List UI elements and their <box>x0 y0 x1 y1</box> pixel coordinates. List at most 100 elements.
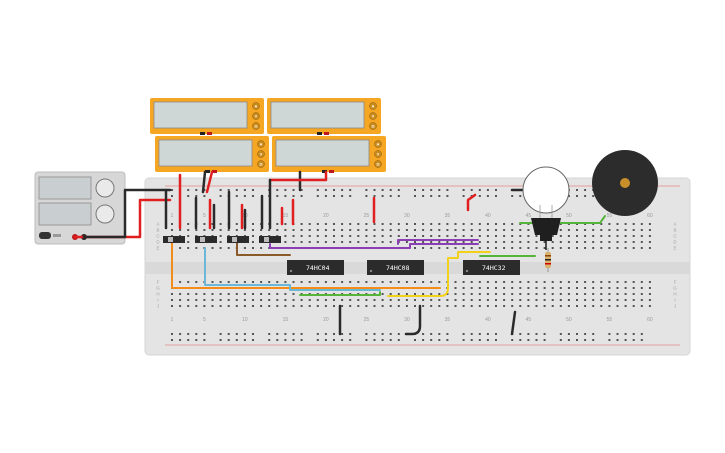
meter-mode-button[interactable] <box>369 102 377 110</box>
breadboard-hole[interactable] <box>616 247 619 249</box>
breadboard-hole[interactable] <box>268 293 271 295</box>
rail-hole[interactable] <box>543 339 546 341</box>
breadboard-hole[interactable] <box>414 235 416 237</box>
breadboard-hole[interactable] <box>608 299 611 301</box>
chip[interactable]: 74HC32 <box>463 260 520 275</box>
breadboard-hole[interactable] <box>648 293 651 295</box>
breadboard-hole[interactable] <box>308 299 311 301</box>
breadboard-hole[interactable] <box>357 299 360 301</box>
breadboard-hole[interactable] <box>640 299 643 301</box>
breadboard-hole[interactable] <box>559 299 562 301</box>
rail-hole[interactable] <box>478 333 481 335</box>
breadboard-hole[interactable] <box>341 235 344 237</box>
breadboard-hole[interactable] <box>640 235 643 237</box>
rail-hole[interactable] <box>219 333 222 335</box>
rail-hole[interactable] <box>389 195 392 197</box>
breadboard-hole[interactable] <box>195 281 198 283</box>
breadboard-hole[interactable] <box>519 293 522 295</box>
rail-hole[interactable] <box>171 339 173 341</box>
breadboard-hole[interactable] <box>648 305 651 307</box>
breadboard-hole[interactable] <box>316 299 319 301</box>
rail-hole[interactable] <box>219 195 222 197</box>
breadboard-hole[interactable] <box>519 287 522 289</box>
breadboard-hole[interactable] <box>381 241 384 243</box>
rail-hole[interactable] <box>316 333 319 335</box>
breadboard-hole[interactable] <box>495 287 497 289</box>
breadboard-hole[interactable] <box>414 299 416 301</box>
rail-hole[interactable] <box>486 189 489 191</box>
breadboard-hole[interactable] <box>260 229 263 231</box>
breadboard-hole[interactable] <box>559 247 562 249</box>
rail-hole[interactable] <box>243 333 246 335</box>
breadboard-hole[interactable] <box>430 293 433 295</box>
breadboard-hole[interactable] <box>632 281 635 283</box>
breadboard-hole[interactable] <box>422 223 425 225</box>
breadboard-hole[interactable] <box>414 223 416 225</box>
breadboard-hole[interactable] <box>414 241 416 243</box>
rail-hole[interactable] <box>519 339 522 341</box>
rail-hole[interactable] <box>365 339 368 341</box>
breadboard-hole[interactable] <box>576 247 578 249</box>
breadboard-hole[interactable] <box>600 223 603 225</box>
breadboard-hole[interactable] <box>276 223 279 225</box>
breadboard-hole[interactable] <box>195 229 198 231</box>
breadboard-hole[interactable] <box>219 299 222 301</box>
rail-hole[interactable] <box>227 189 230 191</box>
breadboard-hole[interactable] <box>252 223 254 225</box>
breadboard-hole[interactable] <box>527 287 530 289</box>
rail-hole[interactable] <box>373 189 376 191</box>
breadboard-hole[interactable] <box>503 287 506 289</box>
breadboard-hole[interactable] <box>551 247 554 249</box>
rail-hole[interactable] <box>495 333 497 335</box>
breadboard-hole[interactable] <box>438 229 441 231</box>
breadboard-hole[interactable] <box>373 241 376 243</box>
breadboard-hole[interactable] <box>405 235 408 237</box>
breadboard-hole[interactable] <box>576 229 578 231</box>
breadboard-hole[interactable] <box>171 299 173 301</box>
breadboard-hole[interactable] <box>576 299 578 301</box>
rail-hole[interactable] <box>632 339 635 341</box>
breadboard-hole[interactable] <box>422 305 425 307</box>
breadboard-hole[interactable] <box>422 235 425 237</box>
breadboard-hole[interactable] <box>454 229 457 231</box>
breadboard-hole[interactable] <box>235 223 238 225</box>
rail-hole[interactable] <box>243 195 246 197</box>
breadboard-hole[interactable] <box>341 223 344 225</box>
rail-hole[interactable] <box>446 333 449 335</box>
rail-hole[interactable] <box>268 339 271 341</box>
rail-hole[interactable] <box>365 333 368 335</box>
rail-hole[interactable] <box>341 195 344 197</box>
rail-hole[interactable] <box>252 189 254 191</box>
slide-switch[interactable] <box>227 236 249 243</box>
rail-hole[interactable] <box>179 339 182 341</box>
breadboard-hole[interactable] <box>195 299 198 301</box>
breadboard-hole[interactable] <box>608 247 611 249</box>
rail-hole[interactable] <box>462 189 465 191</box>
slide-switch[interactable] <box>259 236 281 243</box>
breadboard-hole[interactable] <box>195 293 198 295</box>
breadboard-hole[interactable] <box>349 299 352 301</box>
breadboard-hole[interactable] <box>624 281 627 283</box>
breadboard-hole[interactable] <box>324 299 327 301</box>
rail-hole[interactable] <box>179 333 182 335</box>
breadboard-hole[interactable] <box>576 281 578 283</box>
breadboard-hole[interactable] <box>397 229 400 231</box>
rail-hole[interactable] <box>171 333 173 335</box>
breadboard-hole[interactable] <box>503 247 506 249</box>
breadboard-hole[interactable] <box>567 247 570 249</box>
rail-hole[interactable] <box>268 333 271 335</box>
breadboard-hole[interactable] <box>495 299 497 301</box>
rail-hole[interactable] <box>349 333 352 335</box>
breadboard-hole[interactable] <box>389 223 392 225</box>
breadboard-hole[interactable] <box>454 287 457 289</box>
breadboard-hole[interactable] <box>584 241 587 243</box>
breadboard-hole[interactable] <box>333 223 335 225</box>
breadboard-hole[interactable] <box>446 305 449 307</box>
wire-black-bottom-2[interactable] <box>404 304 422 336</box>
breadboard-hole[interactable] <box>219 235 222 237</box>
breadboard-hole[interactable] <box>616 241 619 243</box>
breadboard-hole[interactable] <box>195 305 198 307</box>
breadboard-hole[interactable] <box>414 293 416 295</box>
breadboard-hole[interactable] <box>292 235 295 237</box>
rail-hole[interactable] <box>624 339 627 341</box>
